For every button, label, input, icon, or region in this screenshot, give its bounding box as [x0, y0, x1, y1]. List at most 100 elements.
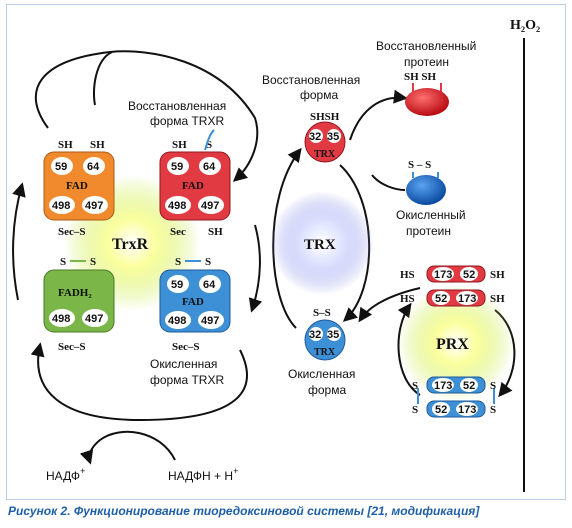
trx-oxidized: S–S 32 35 TRX Окисленная форма	[288, 307, 355, 397]
trx-oxidized-n1: 32	[309, 329, 321, 341]
trxr-reduced-label-1: Восстановленная	[128, 99, 226, 113]
br-s1: S	[175, 256, 181, 268]
prx-r-r1-right: SH	[490, 269, 505, 281]
bl-n4-bubble	[82, 309, 108, 327]
prx-r-r2-left: HS	[400, 293, 415, 305]
prx-o-r1-n1: 173	[434, 380, 452, 392]
tr-sh1: SH	[172, 139, 187, 151]
tr-n4-bubble	[198, 196, 224, 214]
trx-oxidized-n1-bubble	[309, 327, 323, 341]
trx-reduced-n2-bubble	[327, 129, 341, 143]
bl-bottom: Sec–S	[58, 341, 86, 353]
arrow-protein-bottom	[371, 174, 406, 191]
tl-bottom: Sec–S	[58, 226, 86, 238]
trxr-cycle-arrows	[12, 50, 263, 465]
trxr-block-tl: SH SH 59 64 FAD 498 497 Sec–S	[43, 139, 115, 238]
tl-sh2: SH	[90, 139, 105, 151]
bl-n3: 498	[52, 313, 70, 325]
prx-o-r1-left: S	[412, 380, 418, 392]
protein-reduced-ball	[405, 88, 449, 116]
trx-system-diagram: H₂O₂ TrxR TRX PRX SH SH 59 64 FAD 498 49…	[12, 18, 540, 492]
arrow-bottom-loop	[30, 342, 248, 422]
trx-glow	[270, 191, 374, 295]
prx-r-r2-n1: 52	[435, 293, 447, 305]
trx-oxidized-n2-bubble	[327, 327, 341, 341]
prx-o-r1-n2: 52	[463, 380, 475, 392]
trxr-block-tr: Восстановленная форма TRXR SH S 59 64 FA…	[128, 99, 231, 238]
prx-r-r1-n2: 52	[463, 269, 475, 281]
prx-center-label: PRX	[436, 336, 469, 353]
trxr-center-label: TrxR	[112, 236, 149, 253]
prx-reduced: HS 173 52 SH HS 52 173 SH	[400, 265, 505, 307]
trxr-block-bl: S S FADH₂ 498 497 Sec–S	[43, 256, 115, 353]
br-bottom: Sec–S	[172, 341, 200, 353]
br-n3: 498	[168, 315, 186, 327]
prx-r-r1-left: HS	[400, 269, 415, 281]
tl-n1-bubble	[51, 157, 73, 175]
protein-oxidized-ball	[406, 175, 446, 205]
figure-caption: Рисунок 2. Функционирование тиоредоксино…	[8, 504, 480, 518]
arrow-tr-back	[92, 51, 113, 106]
tl-n1: 59	[55, 161, 67, 173]
tr-bottom-right: SH	[208, 226, 223, 238]
protein-reduced-label-1: Восстановленный	[376, 39, 476, 53]
arrow-left-up	[12, 182, 26, 301]
br-n3-bubble	[165, 311, 191, 329]
arrow-protein-top	[349, 89, 408, 141]
bl-s2: S	[90, 256, 96, 268]
trx-oxidized-label-2: форма	[308, 383, 346, 397]
trxr-oxidized-label-2: форма TRXR	[150, 373, 224, 387]
trx-reduced-n2: 35	[327, 131, 339, 143]
trx-reduced-n1-bubble	[309, 129, 323, 143]
protein-oxidized: S – S Окисленный протеин	[396, 159, 466, 238]
tr-n1-bubble	[167, 157, 189, 175]
h2o2-label: H₂O₂	[510, 18, 540, 33]
bl-cofactor: FADH₂	[58, 287, 92, 299]
prx-o-r1-right: S	[490, 380, 496, 392]
trx-reduced-label-2: форма	[300, 88, 338, 102]
prx-o-r2-left: S	[412, 404, 418, 416]
prx-r-r2-n1-bubble	[432, 291, 450, 305]
prx-r-r1-n1: 173	[434, 269, 452, 281]
trxr-reduced-label-2: форма TRXR	[150, 114, 224, 128]
tl-n2-bubble	[83, 157, 105, 175]
br-s2: S	[205, 256, 211, 268]
arrow-nadph	[79, 430, 176, 465]
tr-link-icon	[204, 129, 215, 151]
tr-bottom-left: Sec	[170, 226, 186, 238]
tr-n3: 498	[168, 200, 186, 212]
prx-r-r2-right: SH	[490, 293, 505, 305]
nadp-label: НАДФ+	[46, 466, 85, 483]
arrow-right-down	[248, 224, 263, 313]
tr-n1: 59	[171, 161, 183, 173]
br-n2-bubble	[199, 275, 221, 293]
tl-sh1: SH	[58, 139, 73, 151]
prx-o-r2-n2: 173	[458, 404, 476, 416]
trx-oxidized-name: TRX	[314, 347, 336, 358]
protein-oxidized-s: S – S	[408, 159, 431, 171]
prx-r-r2-n2-bubble	[456, 291, 478, 305]
protein-reduced-label-2: протеин	[404, 55, 449, 69]
protein-reduced: Восстановленный протеин SH SH	[376, 39, 476, 116]
tl-n3: 498	[52, 200, 70, 212]
protein-oxidized-label-1: Окисленный	[396, 208, 466, 222]
trxr-oxidized-label-1: Окисленная	[150, 357, 217, 371]
protein-oxidized-label-2: протеин	[406, 224, 451, 238]
tr-n3-bubble	[165, 196, 191, 214]
bl-n4: 497	[85, 313, 103, 325]
tl-n4-bubble	[82, 196, 108, 214]
trxr-block-br: S S 59 64 FAD 498 497 Sec–S Окисленная ф…	[150, 256, 231, 387]
nadph-label: НАДФН + Н+	[168, 466, 238, 483]
bl-s1: S	[60, 256, 66, 268]
trx-reduced-label-1: Восстановленная	[262, 73, 360, 87]
arrow-prx-top	[358, 287, 421, 323]
tr-sh2: S	[206, 139, 212, 151]
prx-oxidized: S 173 52 S S 52 173 S	[412, 376, 496, 418]
arrow-tl-to-tr	[34, 50, 259, 182]
trx-oxidized-top: S–S	[313, 307, 331, 319]
tr-n2: 64	[203, 161, 216, 173]
prx-r-r2-n2: 173	[458, 293, 476, 305]
prx-o-r2-n1-bubble	[432, 402, 450, 416]
tr-cofactor: FAD	[182, 180, 204, 192]
trx-reduced-top: SHSH	[310, 111, 340, 123]
